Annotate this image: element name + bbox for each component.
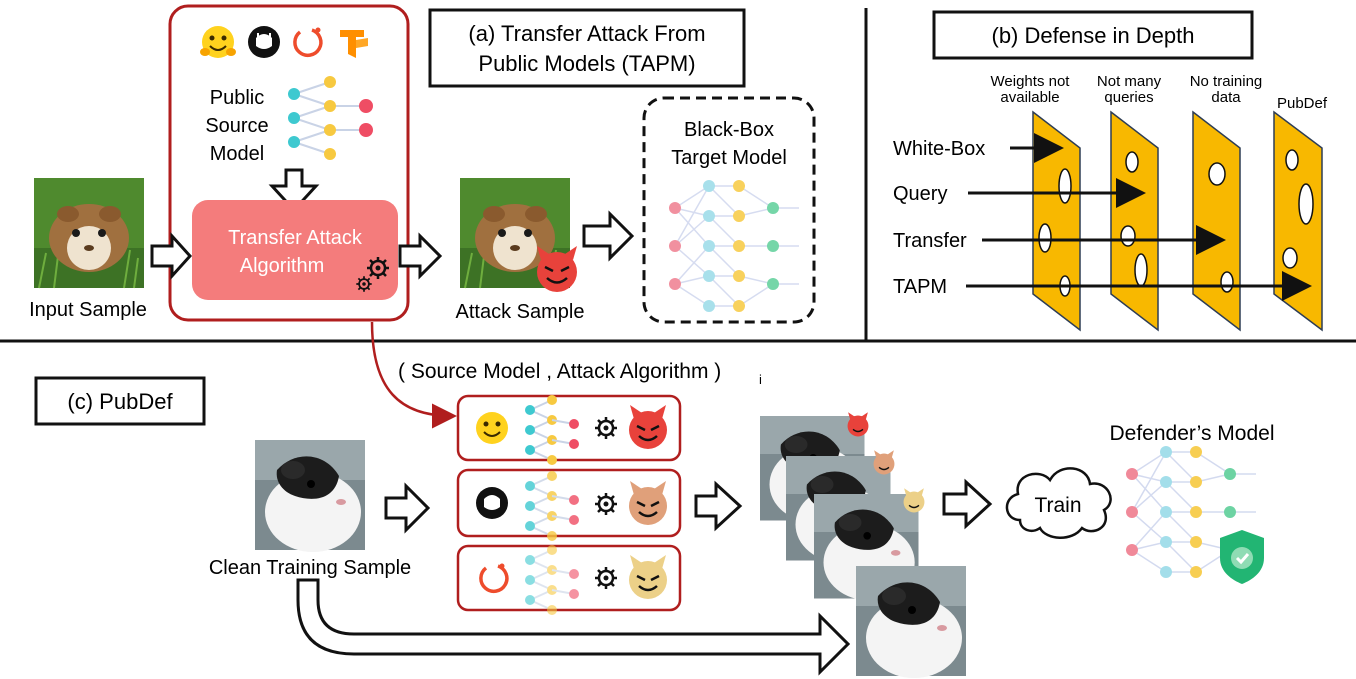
panel-a-title-box (428, 8, 746, 88)
pair-box-1 (456, 394, 682, 466)
defense-layer-4 (1273, 110, 1323, 332)
devil-face-icon (537, 246, 577, 292)
train-label: Train (1034, 494, 1081, 517)
github-icon (248, 26, 280, 58)
arrow-pairs-to-stack (694, 480, 743, 532)
devil-face-icon (873, 450, 895, 475)
defense-layer-2 (1110, 110, 1159, 332)
gear-icon (355, 275, 373, 293)
pytorch-icon (293, 27, 323, 58)
layer-label-3a: No training (1190, 73, 1263, 90)
layer-label-4: PubDef (1277, 95, 1328, 112)
panel-b: (b) Defense in Depth Weights not availab… (893, 10, 1328, 332)
tensorflow-icon (340, 30, 368, 58)
arrow-stack-to-train (942, 478, 993, 530)
hugging-face-icon (476, 412, 508, 444)
attack-label-tapm: TAPM (893, 276, 947, 298)
panel-c-title: (c) PubDef (67, 389, 173, 414)
devil-face-icon (629, 481, 667, 525)
clean-image-copy (856, 566, 966, 678)
target-network (669, 180, 799, 312)
target-line1: Black-Box (684, 119, 774, 141)
panel-b-title: (b) Defense in Depth (992, 23, 1195, 48)
hugging-face-icon (200, 26, 236, 58)
arrow-clean-to-training-set (296, 578, 851, 676)
layer-label-2a: Not many (1097, 73, 1162, 90)
shield-check-icon (1220, 530, 1264, 584)
pair-box-3 (456, 544, 682, 616)
arrow-algo-to-attack (398, 232, 443, 280)
gear-icon (593, 565, 619, 591)
arrow-clean-to-pairs (384, 482, 431, 534)
input-sample-label: Input Sample (29, 299, 147, 321)
input-sample-image (33, 177, 145, 289)
algo-line1: Transfer Attack (228, 227, 363, 249)
target-line2: Target Model (671, 147, 787, 169)
attack-label-transfer: Transfer (893, 230, 967, 252)
devil-face-icon (629, 555, 667, 599)
layer-label-1b: available (1000, 89, 1059, 106)
panel-c-title-box (34, 376, 206, 426)
defense-layer-3 (1192, 110, 1241, 332)
pytorch-icon (479, 563, 509, 594)
defense-layer-1 (1032, 110, 1081, 332)
arrow-input-to-algo (150, 232, 193, 280)
train-cloud (1005, 467, 1112, 539)
panel-a-title-line2: Public Models (TAPM) (478, 51, 695, 76)
red-connector-curve (370, 321, 457, 429)
source-model-line2: Source (205, 115, 268, 137)
down-arrow (268, 168, 320, 213)
panel-a: Public Source Model Transfer At (29, 4, 816, 324)
panel-a-title-line1: (a) Transfer Attack From (468, 21, 705, 46)
attack-label-white-box: White-Box (893, 138, 985, 160)
devil-face-icon (847, 412, 869, 437)
attack-label-query: Query (893, 183, 947, 205)
arrow-attack-to-target (582, 210, 635, 262)
black-box-target-model (642, 96, 816, 324)
source-model-line3: Model (210, 143, 264, 165)
pair-box-2 (456, 468, 682, 542)
devil-face-icon (903, 488, 925, 513)
gear-icon (365, 255, 391, 281)
github-icon (476, 487, 508, 519)
attack-sample-label: Attack Sample (456, 301, 585, 323)
source-model-line1: Public (210, 87, 264, 109)
panel-c: (c) PubDef ( Source Model , Attack Algor… (34, 321, 1275, 678)
source-model-network (288, 76, 373, 160)
layer-label-1a: Weights not (991, 73, 1071, 90)
layer-label-2b: queries (1104, 89, 1153, 106)
attack-pipeline-box (168, 4, 410, 322)
tuple-label: ( Source Model , Attack Algorithm ) (398, 360, 721, 383)
defenders-model-label: Defender’s Model (1110, 422, 1275, 445)
tuple-subscript: i (759, 372, 762, 387)
algo-line2: Algorithm (240, 255, 324, 277)
panel-b-title-box (932, 10, 1254, 60)
layer-label-3b: data (1211, 89, 1241, 106)
gear-icon (593, 491, 619, 517)
devil-face-icon (629, 405, 667, 449)
defender-network (1126, 446, 1256, 578)
clean-training-sample-image (255, 440, 365, 552)
gear-icon (593, 415, 619, 441)
transfer-attack-algorithm-box (192, 200, 398, 300)
clean-training-sample-label: Clean Training Sample (209, 557, 411, 579)
